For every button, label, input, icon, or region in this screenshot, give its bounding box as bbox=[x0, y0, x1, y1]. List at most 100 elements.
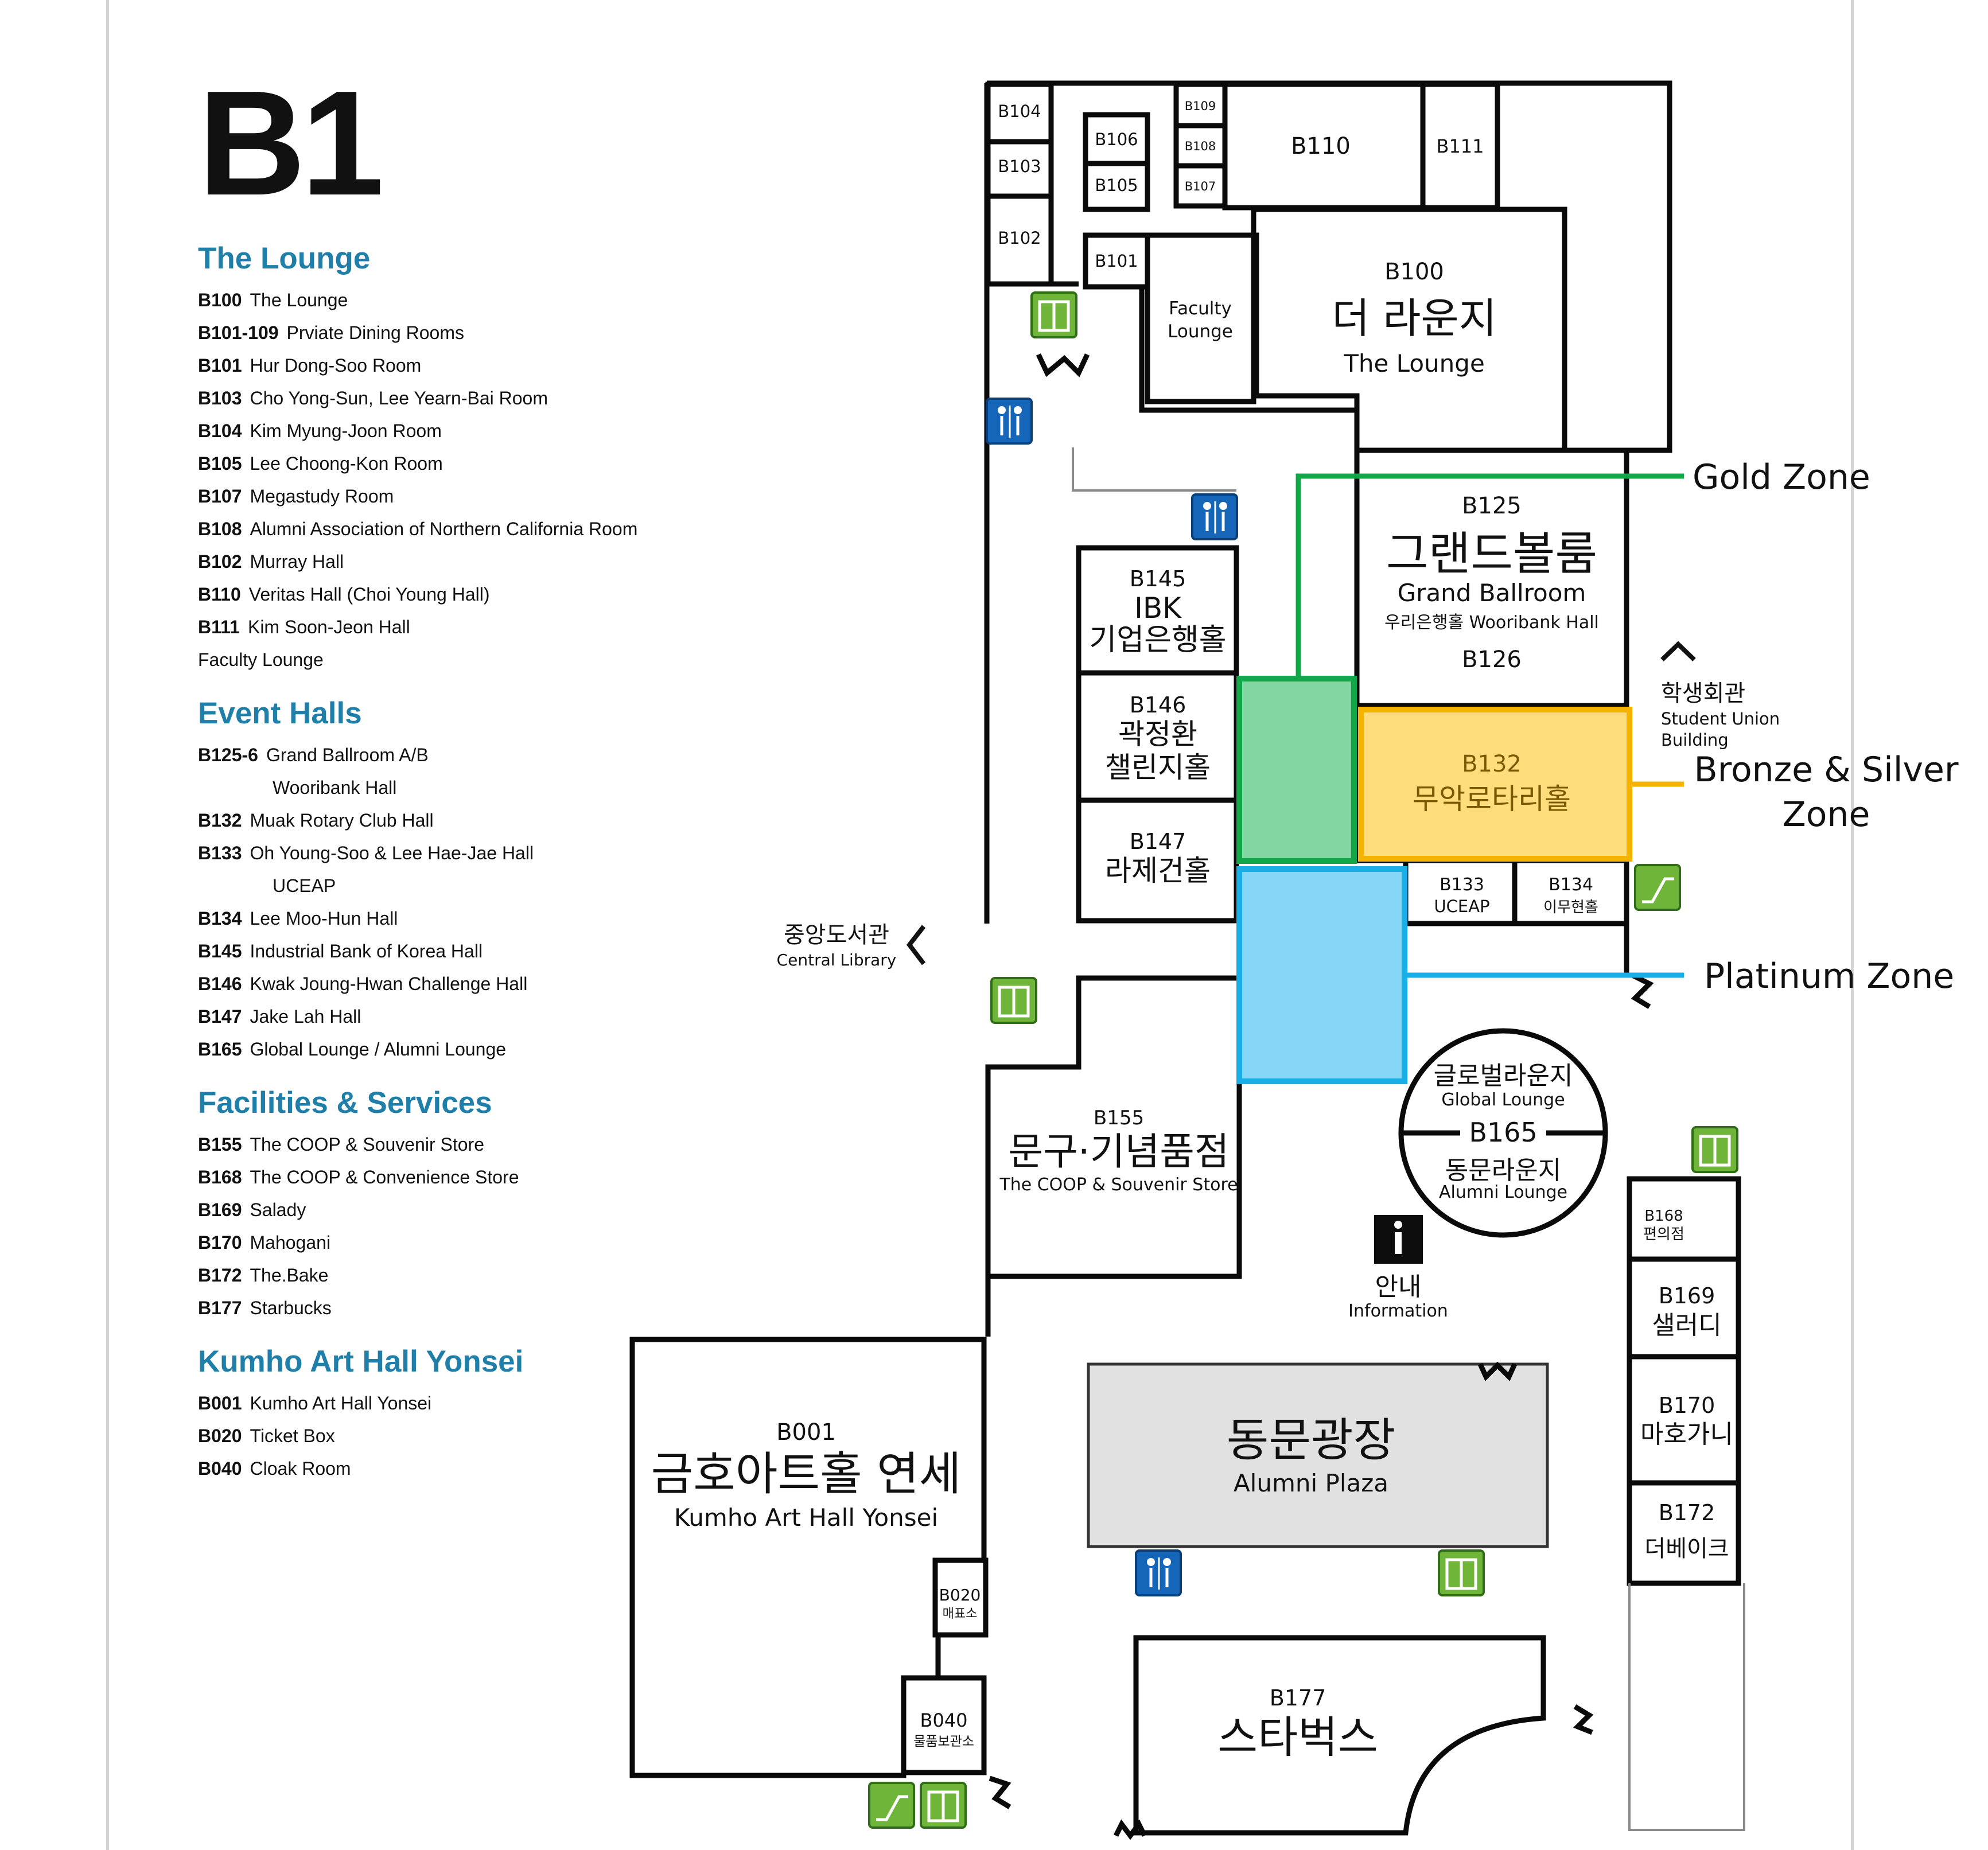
label-b145-en: IBK bbox=[1134, 591, 1182, 625]
legend-item-code: B105 bbox=[198, 453, 242, 474]
label-b165-en1: Global Lounge bbox=[1441, 1090, 1565, 1110]
label-b165-ko1: 글로벌라운지 bbox=[1434, 1061, 1573, 1090]
legend-item-name: Kim Soon-Jeon Hall bbox=[247, 617, 410, 637]
label-b169-ko: 샐러디 bbox=[1652, 1311, 1721, 1340]
legend-item-name: Kim Myung-Joon Room bbox=[250, 420, 442, 441]
room-b104[interactable] bbox=[985, 81, 1054, 145]
label-b147-ko: 라제건홀 bbox=[1105, 854, 1211, 887]
label-b177-ko: 스타벅스 bbox=[1217, 1712, 1378, 1763]
label-b001-ko: 금호아트홀 연세 bbox=[651, 1447, 962, 1501]
legend-item-code: B168 bbox=[198, 1167, 242, 1187]
room-b172[interactable] bbox=[1627, 1480, 1741, 1586]
room-b168[interactable] bbox=[1627, 1176, 1741, 1262]
room-b040[interactable] bbox=[901, 1675, 987, 1775]
legend-heading: Kumho Art Hall Yonsei bbox=[198, 1345, 524, 1378]
legend-item-name: The Lounge bbox=[250, 290, 348, 310]
room-b111[interactable] bbox=[1420, 81, 1500, 211]
label-b134-code: B134 bbox=[1549, 875, 1593, 895]
legend-item-name: Oh Young-Soo & Lee Hae-Jae Hall bbox=[250, 843, 534, 863]
platinum-zone-label: Platinum Zone bbox=[1704, 956, 1954, 996]
room-b102[interactable] bbox=[985, 193, 1054, 287]
room-b110[interactable] bbox=[1222, 81, 1426, 211]
label-b001-code: B001 bbox=[776, 1419, 836, 1446]
elevator-icon bbox=[991, 978, 1036, 1023]
label-b168-code: B168 bbox=[1644, 1208, 1683, 1225]
legend-item-code: B104 bbox=[198, 420, 242, 441]
label-b111: B111 bbox=[1436, 135, 1484, 157]
legend-item-code: B146 bbox=[198, 973, 242, 994]
label-b165-en2: Alumni Lounge bbox=[1439, 1182, 1567, 1202]
legend-item-name: Kumho Art Hall Yonsei bbox=[250, 1393, 432, 1413]
legend-item-code: B165 bbox=[198, 1039, 242, 1060]
legend-item-name: Cloak Room bbox=[250, 1458, 351, 1479]
label-b104: B104 bbox=[998, 102, 1041, 121]
label-b133-code: B133 bbox=[1440, 875, 1484, 895]
legend-item[interactable]: B104 Kim Myung-Joon Room bbox=[198, 415, 829, 447]
legend-item-name: Prviate Dining Rooms bbox=[286, 322, 464, 343]
room-b020[interactable] bbox=[932, 1557, 989, 1638]
gold-zone-area[interactable] bbox=[1236, 676, 1357, 864]
door-mark bbox=[1631, 972, 1654, 1009]
room-b101[interactable] bbox=[1083, 232, 1150, 290]
legend-item[interactable]: Faculty Lounge bbox=[198, 644, 829, 676]
legend-item[interactable]: Wooribank Hall bbox=[198, 772, 829, 804]
label-b125-ko: 그랜드볼룸 bbox=[1386, 527, 1597, 581]
room-b169[interactable] bbox=[1627, 1256, 1741, 1360]
room-b134[interactable] bbox=[1512, 858, 1629, 926]
label-b125-code: B125 bbox=[1462, 493, 1522, 519]
alumni-plaza[interactable] bbox=[1087, 1362, 1549, 1548]
label-b103: B103 bbox=[998, 157, 1041, 176]
faculty-lounge[interactable] bbox=[1145, 232, 1256, 404]
room-b177[interactable] bbox=[1133, 1635, 1546, 1836]
legend-item-code: B145 bbox=[198, 941, 242, 961]
legend-item-name: Mahogani bbox=[250, 1232, 331, 1253]
room-b125[interactable] bbox=[1354, 447, 1629, 708]
label-plaza-ko: 동문광장 bbox=[1227, 1413, 1395, 1467]
label-b101: B101 bbox=[1095, 251, 1138, 271]
legend-item[interactable]: UCEAP bbox=[198, 870, 829, 902]
room-b170[interactable] bbox=[1627, 1354, 1741, 1486]
room-b105[interactable] bbox=[1083, 161, 1150, 212]
gold-zone-leader-line bbox=[1295, 473, 1684, 679]
room-b145[interactable] bbox=[1076, 545, 1239, 676]
label-union-en2: Building bbox=[1661, 730, 1729, 750]
gold-zone-label: Gold Zone bbox=[1693, 457, 1870, 497]
bronze-silver-zone-area[interactable] bbox=[1358, 707, 1632, 862]
legend-item-code: B102 bbox=[198, 551, 242, 572]
room-b165[interactable] bbox=[1398, 1028, 1608, 1238]
platinum-zone-area[interactable] bbox=[1236, 866, 1407, 1084]
label-info-ko: 안내 bbox=[1375, 1272, 1422, 1302]
